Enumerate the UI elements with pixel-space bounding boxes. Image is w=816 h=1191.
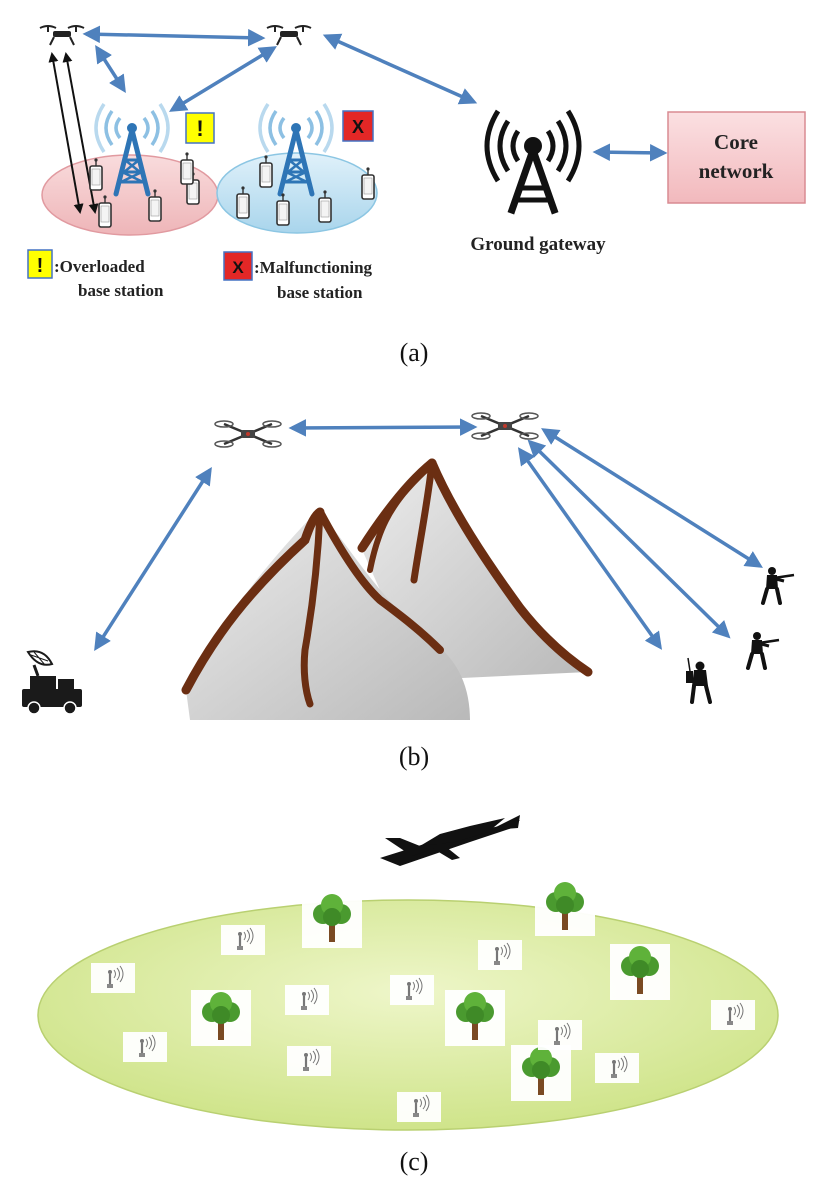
legend-malfunction-line1: :Malfunctioning [254, 258, 373, 277]
fixed-wing-uav-icon [380, 815, 520, 866]
drone-icon [39, 25, 85, 46]
soldier-icon [686, 657, 712, 704]
ground-gateway-icon [484, 109, 582, 215]
coverage-field [37, 899, 779, 1131]
links-b [94, 418, 763, 651]
drone-icon [266, 25, 312, 46]
overloaded-badge-mark: ! [196, 116, 203, 141]
malfunction-badge: X [342, 110, 374, 142]
tree-icon [535, 880, 595, 936]
ground-gateway-label: Ground gateway [470, 234, 606, 255]
tree-icon [511, 1045, 571, 1101]
iot-sensor-icon [388, 973, 436, 1007]
iot-sensor-icon [283, 983, 331, 1017]
legend: ! :Overloaded base station X :Malfunctio… [27, 249, 373, 302]
core-network-label-line1: Core [714, 130, 758, 154]
caption-a: (a) [400, 338, 429, 367]
smartphone-icon [180, 151, 194, 185]
iot-sensor-icon [219, 923, 267, 957]
iot-sensor-icon [709, 998, 757, 1032]
mountains [181, 458, 593, 720]
soldier-icon [746, 630, 781, 670]
caption-b: (b) [399, 742, 429, 771]
legend-overloaded-line2: base station [78, 281, 164, 300]
iot-sensor-icon [89, 961, 137, 995]
malfunction-cell-coverage [216, 152, 378, 234]
caption-c: (c) [400, 1147, 429, 1176]
legend-malfunction-line2: base station [277, 283, 363, 302]
tree-icon [610, 944, 670, 1000]
panel-c: (c) [37, 815, 779, 1176]
iot-sensor-icon [593, 1051, 641, 1085]
tree-icon [445, 990, 505, 1046]
iot-sensor-icon [121, 1030, 169, 1064]
drone-icon [213, 419, 283, 449]
malfunction-badge-mark: X [352, 117, 364, 137]
panel-b: (b) [22, 411, 796, 771]
links-a [82, 25, 668, 162]
tree-icon [302, 892, 362, 948]
iot-sensor-icon [536, 1018, 584, 1052]
core-network-label-line2: network [699, 159, 774, 183]
iot-sensor-icon [476, 938, 524, 972]
core-network-box [667, 111, 806, 204]
legend-overloaded-line1: :Overloaded [54, 257, 145, 276]
drone-icon [470, 411, 540, 441]
legend-overloaded-mark: ! [37, 255, 44, 277]
soldier-icon [761, 565, 796, 605]
legend-malfunction-mark: X [232, 258, 244, 277]
radar-truck-icon [22, 650, 82, 715]
tree-icon [191, 990, 251, 1046]
iot-sensor-icon [395, 1090, 443, 1124]
overloaded-badge: ! [185, 112, 215, 144]
panel-a: ! X Ground gateway Core network ! :Overl… [27, 25, 806, 367]
iot-sensor-icon [285, 1044, 333, 1078]
